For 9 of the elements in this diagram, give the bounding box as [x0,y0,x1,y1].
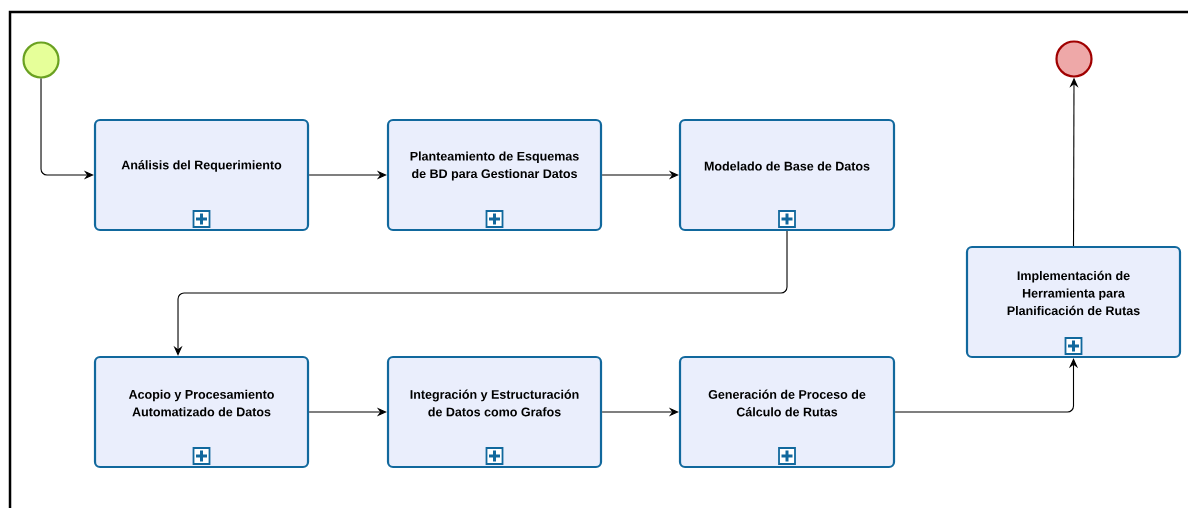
subprocess-box: Implementación de Herramienta para Planificación de Rutas [965,245,1182,359]
subprocess-box: Análisis del Requerimiento [93,118,310,232]
start-event-circle [22,41,60,79]
subprocess-box: Generación de Proceso de Cálculo de Rutas [678,355,896,469]
subprocess-box: Modelado de Base de Datos [678,118,896,232]
end-event-circle [1055,40,1093,78]
subprocess-box: Acopio y Procesamiento Automatizado de Datos [93,355,310,469]
subprocess-box: Integración y Estructuración de Datos como Grafos [386,355,603,469]
subprocess-box: Planteamiento de Esquemas de BD para Gestionar Datos [386,118,603,232]
